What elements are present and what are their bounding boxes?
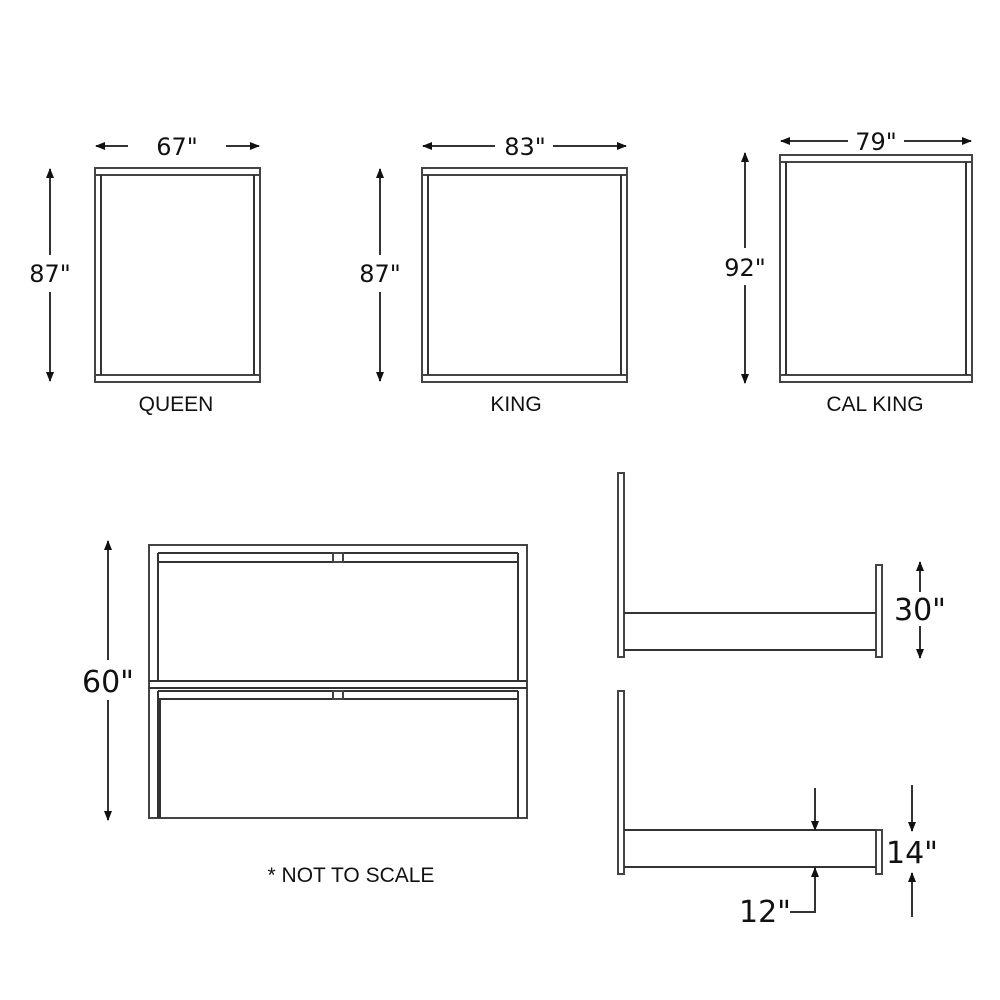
king-label: KING xyxy=(490,393,541,416)
king-length: 87" xyxy=(359,260,401,288)
queen-width: 67" xyxy=(156,133,198,161)
cal-king-label: CAL KING xyxy=(826,393,923,416)
queen-label: QUEEN xyxy=(139,393,214,416)
king-diagram: 83" 87" KING xyxy=(359,133,628,416)
rail-height: 12" xyxy=(739,895,791,930)
not-to-scale-note: * NOT TO SCALE xyxy=(268,864,435,887)
cal-king-diagram: 79" 92" CAL KING xyxy=(724,128,973,416)
headboard-height: 60" xyxy=(82,665,134,700)
side-view-low-footboard: 12" 14" xyxy=(617,690,938,930)
footboard-height: 30" xyxy=(894,593,946,628)
side-view-footboard: 30" xyxy=(617,472,946,659)
king-width: 83" xyxy=(504,133,546,161)
low-footboard-height: 14" xyxy=(886,836,938,871)
queen-length: 87" xyxy=(29,260,71,288)
queen-diagram: 67" 87" QUEEN xyxy=(29,133,261,416)
headboard-front-view: 60" xyxy=(82,540,528,821)
cal-king-length: 92" xyxy=(724,254,766,282)
cal-king-width: 79" xyxy=(855,128,897,156)
